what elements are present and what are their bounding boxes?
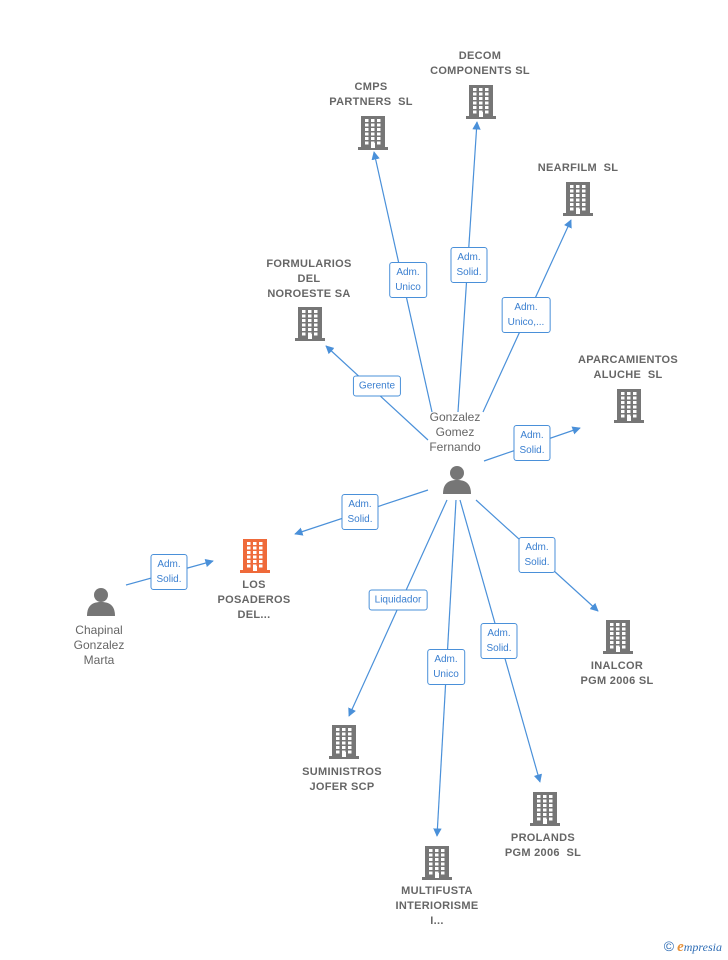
edge-label-inalcor: Adm. Solid.	[518, 537, 556, 573]
aparcamientos-building-icon[interactable]	[613, 388, 645, 424]
brand-name: mpresia	[683, 940, 722, 954]
chapinal-person-icon[interactable]	[85, 587, 117, 617]
edge-label-multifusta: Adm. Unico	[427, 649, 465, 685]
node-label-nearfilm[interactable]: NEARFILM SL	[537, 162, 619, 174]
edge-label-prolands: Adm. Solid.	[480, 623, 518, 659]
inalcor-building-icon[interactable]	[602, 619, 634, 655]
node-label-decom[interactable]: DECOM COMPONENTS SL	[430, 50, 530, 77]
edge-label-posaderos-g: Adm. Solid.	[341, 494, 379, 530]
suministros-building-icon[interactable]	[328, 724, 360, 760]
cmps-building-icon[interactable]	[357, 115, 389, 151]
node-label-posaderos[interactable]: LOS POSADEROS DEL...	[217, 579, 291, 621]
gonzalez-person-icon[interactable]	[441, 465, 473, 495]
multifusta-building-icon[interactable]	[421, 845, 453, 881]
brand-initial: e	[677, 939, 684, 955]
formularios-building-icon[interactable]	[294, 306, 326, 342]
edge-label-cmps: Adm. Unico	[389, 262, 427, 298]
edge-label-posaderos-c: Adm. Solid.	[150, 554, 188, 590]
node-label-inalcor[interactable]: INALCOR PGM 2006 SL	[580, 660, 654, 687]
node-label-gonzalez[interactable]: Gonzalez Gomez Fernando	[429, 410, 481, 454]
node-label-multifusta[interactable]: MULTIFUSTA INTERIORISME I...	[395, 885, 479, 927]
brand-logo: ©empresia	[664, 938, 722, 956]
edge-label-aparcamientos: Adm. Solid.	[513, 425, 551, 461]
prolands-building-icon[interactable]	[529, 791, 561, 827]
edge-label-decom: Adm. Solid.	[450, 247, 488, 283]
node-label-aparcamientos[interactable]: APARCAMIENTOS ALUCHE SL	[577, 354, 679, 381]
node-label-suministros[interactable]: SUMINISTROS JOFER SCP	[302, 766, 382, 793]
node-label-cmps[interactable]: CMPS PARTNERS SL	[329, 81, 413, 108]
node-label-prolands[interactable]: PROLANDS PGM 2006 SL	[504, 832, 582, 859]
edge-label-formularios: Gerente	[352, 375, 402, 397]
node-label-chapinal[interactable]: Chapinal Gonzalez Marta	[73, 623, 125, 667]
edge-label-nearfilm: Adm. Unico,...	[501, 297, 551, 333]
node-label-formularios[interactable]: FORMULARIOS DEL NOROESTE SA	[266, 258, 352, 300]
posaderos-building-icon[interactable]	[239, 538, 271, 574]
copyright-icon: ©	[663, 938, 675, 954]
decom-building-icon[interactable]	[465, 84, 497, 120]
nearfilm-building-icon[interactable]	[562, 181, 594, 217]
edge-label-suministros: Liquidador	[368, 589, 428, 611]
